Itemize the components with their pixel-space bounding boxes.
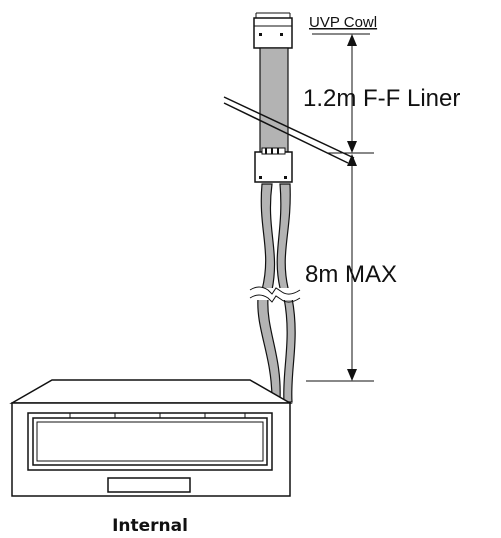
liner-length-label: 1.2m F-F Liner — [303, 85, 460, 112]
internal-unit — [9, 379, 293, 497]
uvp-cowl — [253, 12, 293, 49]
max-length-label: 8m MAX — [305, 261, 397, 288]
dimension-liner — [312, 33, 374, 154]
liner-adaptor — [254, 147, 293, 183]
caption-internal: Internal — [112, 516, 188, 536]
cowl-label: UVP Cowl — [309, 14, 377, 31]
length-break-symbol — [248, 286, 301, 303]
dimension-max — [306, 154, 374, 382]
flexible-liner-straight — [259, 47, 289, 153]
roof-line — [223, 96, 355, 164]
